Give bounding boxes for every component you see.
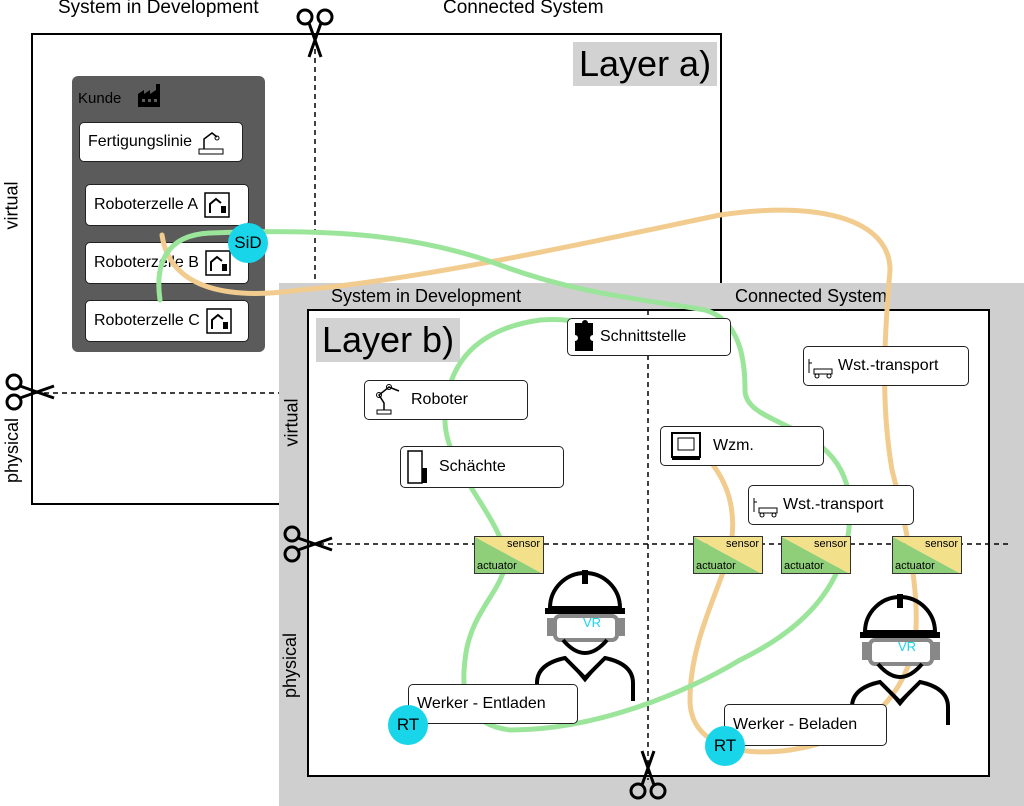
worker-vr-icon	[535, 570, 635, 701]
actuator-label: actuator	[784, 560, 824, 572]
box-werker-entladen: Werker - Entladen	[408, 684, 578, 724]
sensor-label: sensor	[725, 538, 759, 550]
sensor-actuator-4: sensor actuator	[892, 536, 962, 574]
box-fertigungslinie: Fertigungslinie	[79, 122, 243, 162]
transport-icon	[808, 359, 833, 379]
vr-label: VR	[583, 615, 602, 630]
scissors-icon	[629, 750, 667, 800]
box-roboterzelle-c-label: Roboterzelle C	[94, 312, 200, 329]
worker-vr-icon	[850, 594, 950, 725]
robot-cell-icon	[204, 192, 230, 218]
scissors-icon	[296, 8, 334, 58]
machine-tool-icon	[671, 432, 701, 460]
production-line-icon	[198, 132, 224, 155]
box-roboterzelle-a: Roboterzelle A	[85, 184, 249, 226]
box-schaechte: Schächte	[400, 446, 564, 488]
box-roboterzelle-c: Roboterzelle C	[85, 300, 249, 342]
box-roboter: Roboter	[364, 380, 528, 420]
customer-label: Kunde	[78, 90, 122, 107]
box-schaechte-label: Schächte	[439, 458, 506, 475]
box-fertigungslinie-label: Fertigungslinie	[88, 133, 193, 150]
scissors-icon	[283, 525, 333, 563]
transport-icon	[753, 498, 778, 518]
layer-a-header-left: System in Development	[58, 0, 259, 18]
factory-icon	[138, 84, 160, 107]
box-schnittstelle-label: Schnittstelle	[600, 328, 687, 345]
box-wzm: Wzm.	[660, 426, 824, 466]
vr-label: VR	[898, 639, 917, 654]
puzzle-icon	[575, 320, 593, 351]
robot-cell-icon	[206, 308, 232, 334]
rt-badge: RT	[705, 726, 745, 766]
orange-loop	[159, 207, 919, 755]
sensor-actuator-3: sensor actuator	[781, 536, 851, 574]
shaft-icon	[407, 450, 427, 484]
layer-a-title: Layer a)	[573, 42, 718, 86]
box-wst-transport-1-label: Wst.-transport	[838, 357, 939, 374]
sensor-label: sensor	[813, 538, 847, 550]
box-wst-transport-2-label: Wst.-transport	[783, 496, 884, 513]
box-werker-beladen-label: Werker - Beladen	[733, 716, 858, 733]
box-wst-transport-1: Wst.-transport	[803, 346, 969, 386]
sensor-label: sensor	[506, 538, 540, 550]
layer-a-header-right: Connected System	[443, 0, 604, 18]
box-roboterzelle-a-label: Roboterzelle A	[94, 196, 199, 213]
sensor-actuator-1: sensor actuator	[474, 536, 544, 574]
actuator-label: actuator	[895, 560, 935, 572]
sensor-actuator-2: sensor actuator	[693, 536, 763, 574]
box-wzm-label: Wzm.	[713, 437, 754, 454]
actuator-label: actuator	[477, 560, 517, 572]
layer-b-header-left: System in Development	[331, 286, 522, 306]
actuator-label: actuator	[696, 560, 736, 572]
layer-b-header-right: Connected System	[735, 286, 888, 306]
box-werker-entladen-label: Werker - Entladen	[417, 695, 546, 712]
scissors-icon	[5, 373, 55, 411]
sensor-label: sensor	[924, 538, 958, 550]
robot-arm-icon	[376, 384, 400, 415]
robot-cell-icon	[205, 250, 231, 276]
box-schnittstelle: Schnittstelle	[567, 318, 731, 356]
sid-badge: SiD	[228, 223, 268, 263]
box-roboter-label: Roboter	[411, 391, 468, 408]
box-wst-transport-2: Wst.-transport	[748, 485, 914, 525]
layer-b-title: Layer b)	[316, 318, 461, 362]
box-werker-beladen: Werker - Beladen	[724, 704, 887, 746]
rt-badge: RT	[388, 705, 428, 745]
